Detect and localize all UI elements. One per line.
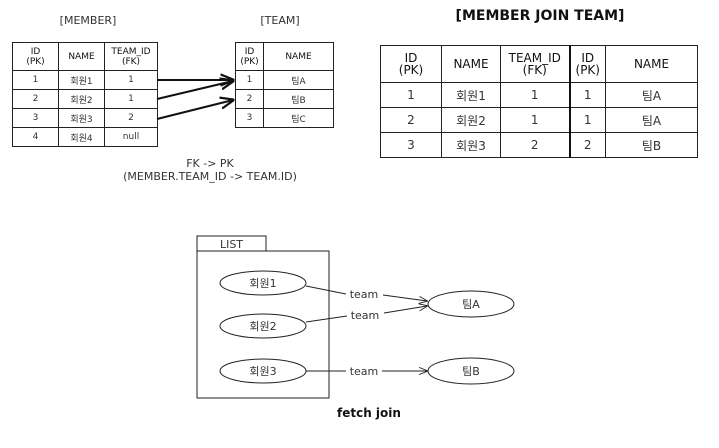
header-cell: TEAM_ID(FK) <box>500 45 570 83</box>
cell: 2 <box>380 107 442 133</box>
cell: 1 <box>568 82 606 108</box>
edge-line <box>305 285 347 295</box>
member-label: 회원3 <box>249 365 276 378</box>
header-cell: NAME <box>605 45 698 83</box>
fk-arrow <box>156 81 233 100</box>
team-table-title: [TEAM] <box>260 14 300 27</box>
cell: 2 <box>568 132 606 158</box>
relation-caption-line1: FK -> PK <box>186 157 234 170</box>
edge-label: team <box>350 288 379 301</box>
fetch-join-caption: fetch join <box>337 406 401 420</box>
table-row: 4 회원4 null <box>12 127 158 147</box>
cell: 3 <box>380 132 442 158</box>
join-table-header: ID(PK) NAME TEAM_ID(FK) ID(PK) NAME <box>380 45 698 83</box>
edge-arrow <box>382 294 427 301</box>
cell: null <box>104 127 158 147</box>
cell: 1 <box>380 82 442 108</box>
edge-label: team <box>350 365 379 378</box>
member-table-title: [MEMBER] <box>59 14 117 27</box>
fk-arrow <box>156 100 233 120</box>
edge-label: team <box>351 309 380 322</box>
table-row: 3 회원3 2 2 팀B <box>380 132 698 158</box>
member-ellipse <box>219 313 307 339</box>
cell: 팀C <box>263 108 334 128</box>
team-label: 팀A <box>462 298 480 311</box>
member-label: 회원2 <box>249 320 276 333</box>
cell: 2 <box>500 132 570 158</box>
join-table-title: [MEMBER JOIN TEAM] <box>455 8 625 24</box>
team-node: 팀A <box>427 290 515 318</box>
team-table: ID(PK) NAME 1 팀A 2 팀B 3 팀C <box>235 42 334 128</box>
header-cell: ID(PK) <box>235 42 264 71</box>
member-node: 회원3 <box>219 358 307 384</box>
header-cell: ID(PK) <box>380 45 442 83</box>
member-node: 회원1 <box>219 270 307 296</box>
team-table-header: ID(PK) NAME <box>235 42 334 71</box>
member-table-header: ID(PK) NAME TEAM_ID(FK) <box>12 42 158 71</box>
cell: 1 <box>568 107 606 133</box>
team-ellipse <box>427 357 515 385</box>
team-node: 팀B <box>427 357 515 385</box>
cell: 회원4 <box>58 127 105 147</box>
table-row: 1 회원1 1 <box>12 70 158 90</box>
table-row: 3 팀C <box>235 108 334 128</box>
team-ellipse <box>427 290 515 318</box>
fk-arrows <box>156 80 233 120</box>
header-cell: NAME <box>441 45 501 83</box>
member-ellipse <box>219 358 307 384</box>
list-label: LIST <box>220 238 243 251</box>
edge-arrow <box>383 306 427 314</box>
member-ellipse <box>219 270 307 296</box>
relation-caption-line2: (MEMBER.TEAM_ID -> TEAM.ID) <box>123 170 297 183</box>
reference-edges: team team team <box>305 285 427 378</box>
member-table: ID(PK) NAME TEAM_ID(FK) 1 회원1 1 2 회원2 1 … <box>12 42 158 147</box>
cell: 1 <box>500 82 570 108</box>
member-label: 회원1 <box>249 277 276 290</box>
team-label: 팀B <box>462 365 480 378</box>
member-node: 회원2 <box>219 313 307 339</box>
header-cell: NAME <box>263 42 334 71</box>
join-table: ID(PK) NAME TEAM_ID(FK) ID(PK) NAME 1 회원… <box>380 45 698 158</box>
cell: 팀B <box>605 132 698 158</box>
edge-line <box>305 315 348 323</box>
table-row: 2 회원2 1 <box>12 89 158 109</box>
header-cell: ID(PK) <box>568 45 606 83</box>
header-cell: TEAM_ID(FK) <box>104 42 158 71</box>
cell: 회원3 <box>441 132 501 158</box>
cell: 회원2 <box>441 107 501 133</box>
